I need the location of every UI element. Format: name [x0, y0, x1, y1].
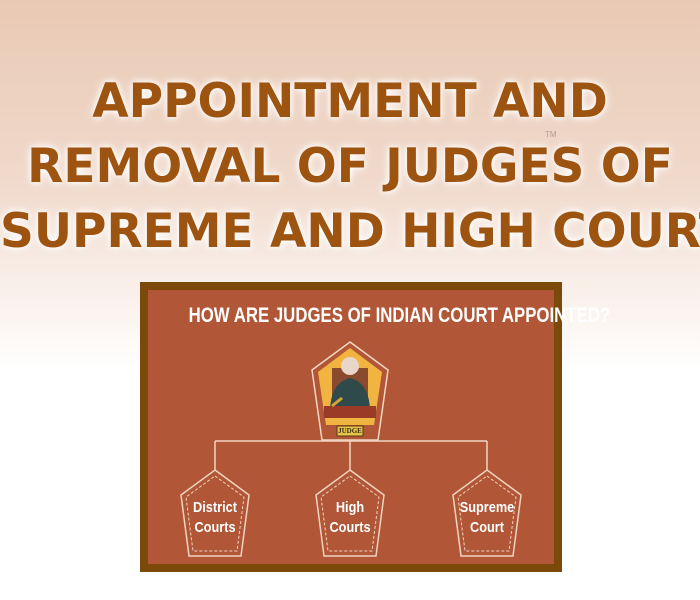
label-line: District	[193, 499, 237, 516]
child-node-supreme	[452, 469, 522, 557]
headline-line-2: REMOVAL OF JUDGES OF	[27, 139, 673, 194]
child-label-district: District Courts	[181, 498, 249, 538]
label-line: Courts	[194, 519, 236, 536]
child-node-high	[315, 469, 385, 557]
label-line: Supreme	[459, 499, 515, 516]
child-label-high: High Courts	[316, 498, 384, 538]
diagram-title: HOW ARE JUDGES OF INDIAN COURT APPOINTED…	[188, 304, 611, 327]
diagram-panel: HOW ARE JUDGES OF INDIAN COURT APPOINTED…	[140, 282, 611, 572]
judge-head-icon	[341, 357, 359, 375]
judge-node	[311, 341, 389, 441]
trademark: TM	[545, 130, 557, 139]
headline-line-3: SUPREME AND HIGH COURT	[0, 204, 700, 259]
child-node-district	[180, 469, 250, 557]
label-line: Court	[470, 519, 504, 536]
headline-line-1: APPOINTMENT AND	[92, 74, 608, 129]
label-line: High	[335, 499, 365, 516]
judge-bench	[324, 406, 376, 418]
diagram-connectors	[180, 341, 522, 557]
judge-label: JUDGE	[338, 427, 362, 435]
child-label-supreme: Supreme Court	[453, 498, 521, 538]
label-line: Courts	[329, 519, 371, 536]
gavel-icon	[331, 396, 343, 408]
